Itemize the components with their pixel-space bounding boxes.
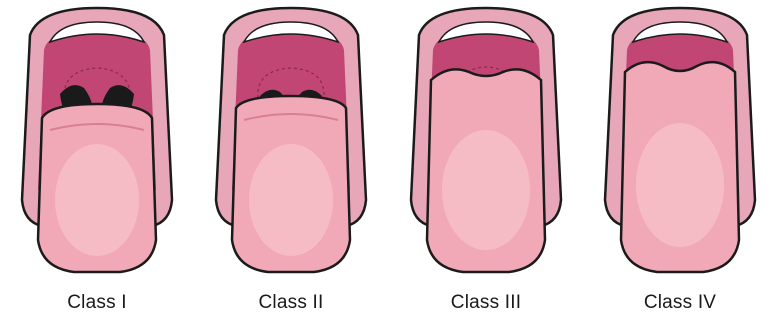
mouth-illustration-class-1: [0, 0, 194, 290]
class-label: Class I: [0, 292, 194, 314]
mouth-illustration-class-2: [194, 0, 388, 290]
mouth-illustration-class-4: [583, 0, 777, 290]
panel-class-2: Class II: [194, 0, 388, 329]
class-label: Class II: [194, 292, 388, 314]
panel-class-4: Class IV: [583, 0, 777, 329]
panel-class-3: Class III: [389, 0, 583, 329]
mouth-illustration-class-3: [389, 0, 583, 290]
class-label: Class IV: [583, 292, 777, 314]
class-label: Class III: [389, 292, 583, 314]
panel-class-1: Class I: [0, 0, 194, 329]
